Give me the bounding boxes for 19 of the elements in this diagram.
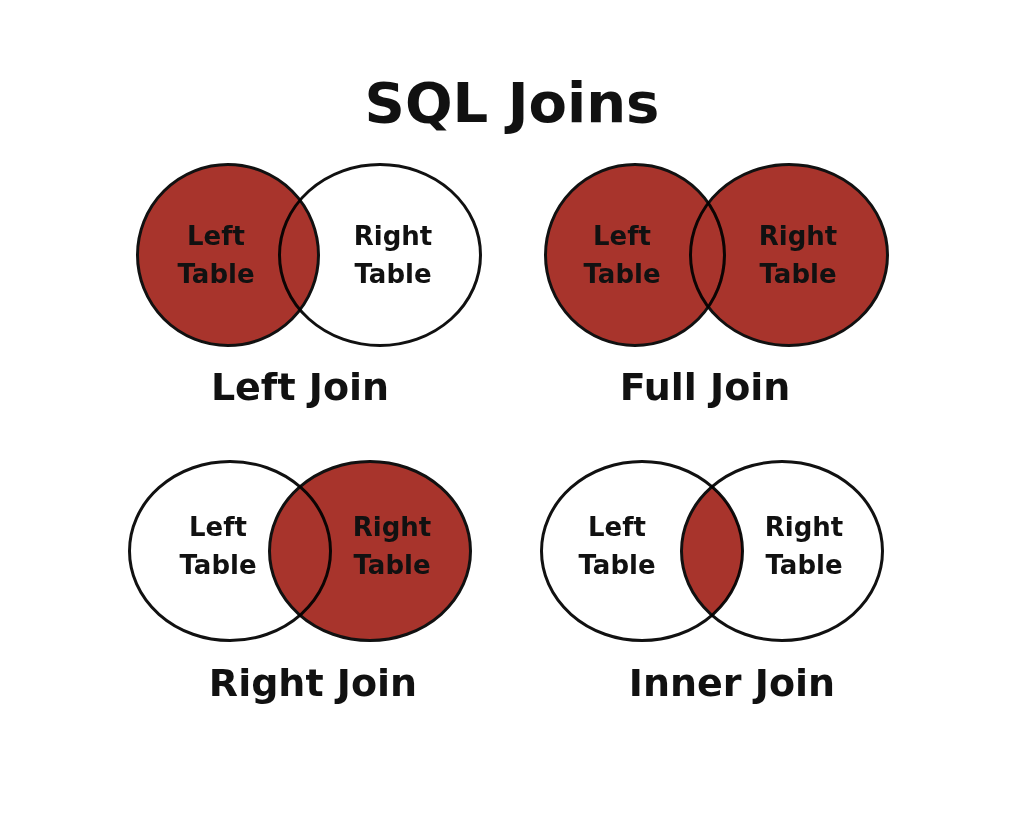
join-caption: Right Join [208, 661, 418, 705]
circle-label: Left Table [577, 511, 657, 582]
join-caption: Full Join [619, 365, 791, 409]
diagram-title: SQL Joins [364, 69, 660, 135]
venn-circle [268, 460, 472, 642]
venn-circle [136, 163, 320, 347]
circle-label: Right Table [763, 511, 845, 582]
circle-label: Right Table [351, 511, 433, 582]
circle-label: Left Table [178, 511, 258, 582]
circle-label: Left Table [582, 220, 662, 291]
join-caption: Left Join [210, 365, 390, 409]
circle-label: Right Table [352, 220, 434, 291]
circle-label: Right Table [757, 220, 839, 291]
venn-circle [540, 460, 744, 642]
venn-circle [278, 163, 482, 347]
circle-label: Left Table [176, 220, 256, 291]
venn-circle [680, 460, 884, 642]
join-caption: Inner Join [628, 661, 836, 705]
venn-circle [689, 163, 889, 347]
